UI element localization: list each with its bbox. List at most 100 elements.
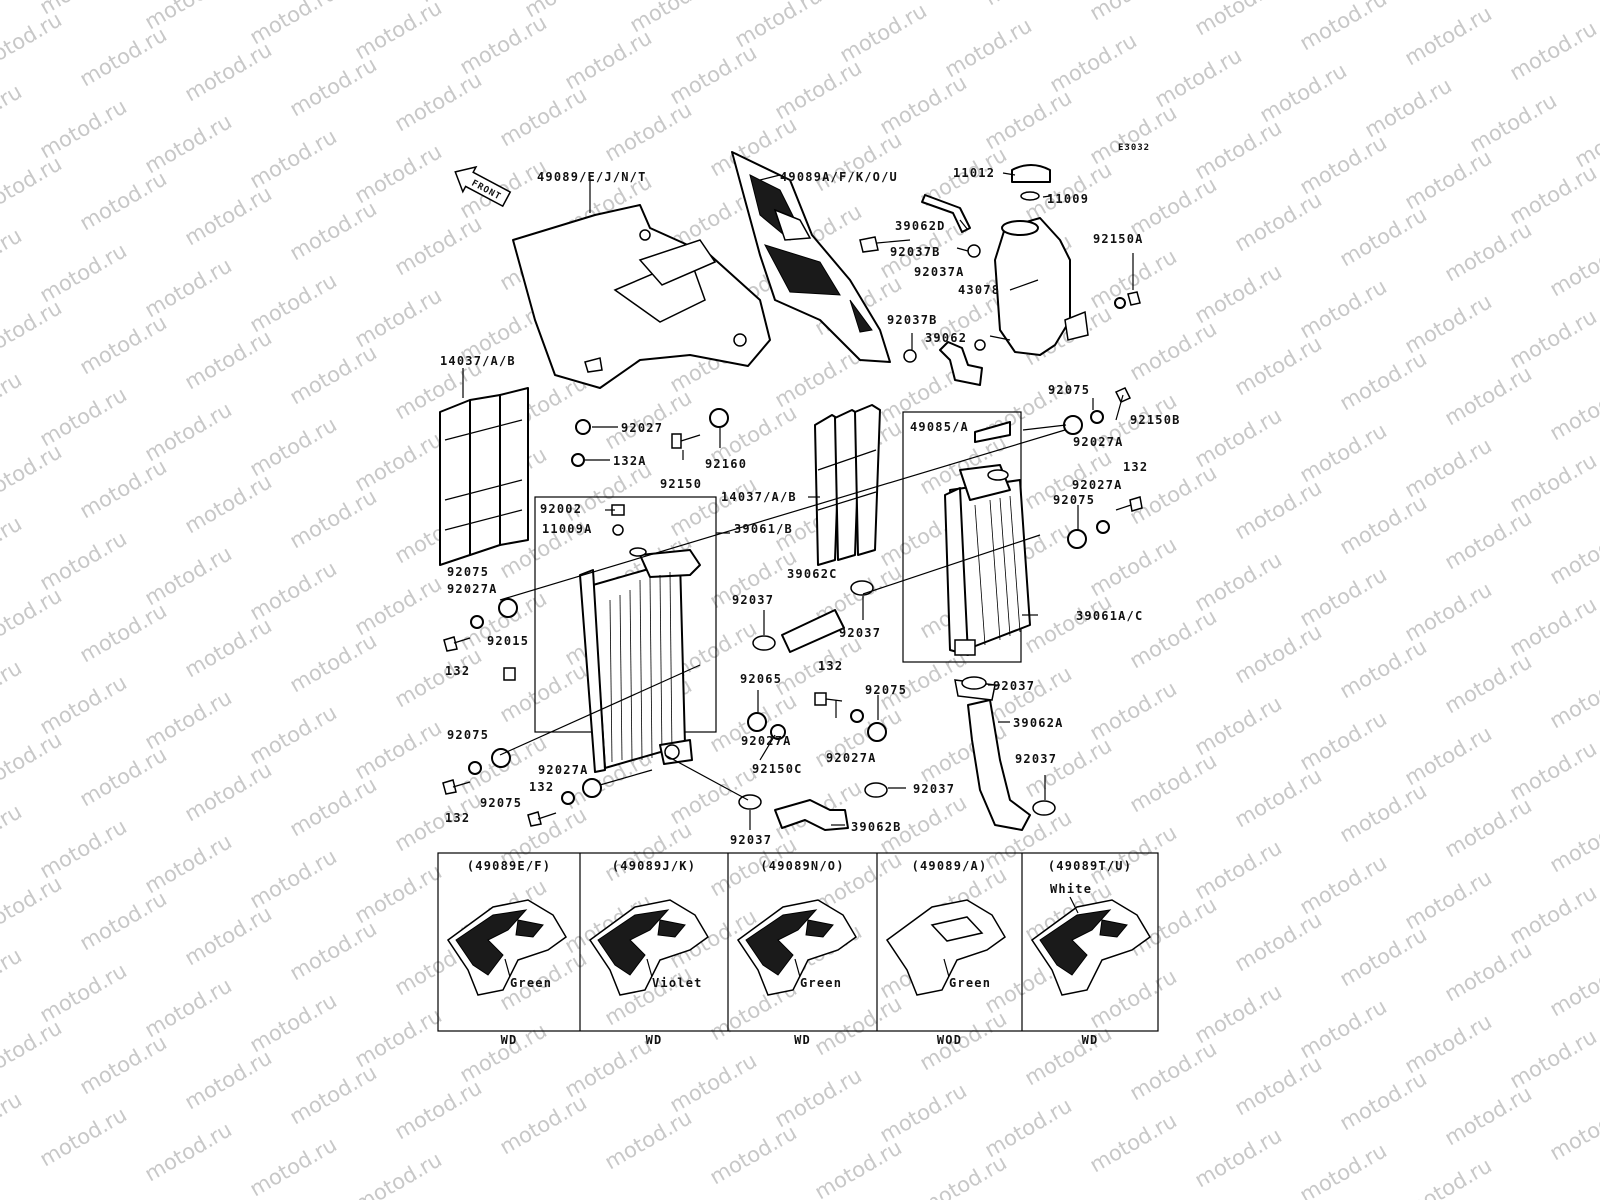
watermark-text: motod.ru	[1126, 316, 1221, 385]
part-callout-92075: 92075	[865, 683, 907, 697]
variant-market: WOD	[937, 1033, 962, 1047]
part-callout-39062c: 39062C	[787, 567, 838, 581]
watermark-text: motod.ru	[181, 181, 276, 250]
part-callout-132a: 132A	[613, 454, 647, 468]
part-callout-11009: 11009	[1047, 192, 1089, 206]
part-callout-92037b: 92037B	[887, 313, 938, 327]
shroud-variant-icon	[736, 899, 857, 996]
watermark-text: motod.ru	[1546, 808, 1600, 877]
watermark-text: motod.ru	[391, 1075, 486, 1144]
watermark-text: motod.ru	[0, 943, 26, 1012]
watermark-text: motod.ru	[391, 643, 486, 712]
part-callout-11009a: 11009A	[542, 522, 593, 536]
watermark-text: motod.ru	[76, 166, 171, 235]
part-callout-92075: 92075	[1053, 493, 1095, 507]
watermark-text: motod.ru	[1231, 475, 1326, 544]
part-callout-92037: 92037	[839, 626, 881, 640]
watermark-text: motod.ru	[1191, 0, 1286, 40]
watermark-text: motod.ru	[286, 484, 381, 553]
watermark-text: motod.ru	[1086, 1108, 1181, 1177]
variant-code: (49089E/F)	[467, 859, 551, 873]
watermark-text: motod.ru	[286, 772, 381, 841]
shroud-variant-icon	[1030, 899, 1151, 996]
watermark-text: motod.ru	[181, 757, 276, 826]
part-callout-92027: 92027	[621, 421, 663, 435]
variant-market: WD	[1082, 1033, 1099, 1047]
watermark-text: motod.ru	[391, 787, 486, 856]
watermark-text: motod.ru	[1021, 1021, 1116, 1090]
watermark-text: motod.ru	[811, 991, 906, 1060]
variant-color: Green	[800, 976, 842, 990]
part-callout-132: 132	[529, 780, 554, 794]
part-callout-39062a: 39062A	[1013, 716, 1064, 730]
part-callout-92037: 92037	[732, 593, 774, 607]
hardware-fasteners	[442, 291, 1143, 827]
watermark-text: motod.ru	[1506, 16, 1600, 85]
watermark-text: motod.ru	[1336, 346, 1431, 415]
watermark-text: motod.ru	[601, 1105, 696, 1174]
watermark-text: motod.ru	[1546, 520, 1600, 589]
part-callout-92037: 92037	[730, 833, 772, 847]
watermark-text: motod.ru	[1231, 187, 1326, 256]
watermark-text: motod.ru	[76, 886, 171, 955]
watermark-text: motod.ru	[1231, 1051, 1326, 1120]
watermark-text: motod.ru	[1441, 793, 1536, 862]
leader-lines	[462, 172, 1134, 830]
part-callout-92037b: 92037B	[890, 245, 941, 259]
shroud-variant-icon	[588, 899, 709, 996]
variant-market: WD	[794, 1033, 811, 1047]
right-radiator-core	[974, 495, 1021, 646]
watermark-text: motod.ru	[286, 340, 381, 409]
part-callout-92027a: 92027A	[826, 751, 877, 765]
variant-market: WD	[646, 1033, 663, 1047]
watermark-text: motod.ru	[76, 1030, 171, 1099]
part-callout-132: 132	[1123, 460, 1148, 474]
watermark-text: motod.ru	[0, 511, 26, 580]
watermark-text: motod.ru	[1191, 1123, 1286, 1192]
watermark-text: motod.ru	[1546, 376, 1600, 445]
watermark-text: motod.ru	[0, 1087, 26, 1156]
variant-color: Green	[949, 976, 991, 990]
watermark-text: motod.ru	[391, 67, 486, 136]
part-callout-49089-e-j-n-t: 49089/E/J/N/T	[537, 170, 647, 184]
watermark-text: motod.ru	[1336, 490, 1431, 559]
variant-color: Green	[510, 976, 552, 990]
watermark-text: motod.ru	[1126, 748, 1221, 817]
watermark-text: motod.ru	[181, 37, 276, 106]
watermark-text: motod.ru	[1401, 1, 1496, 70]
shroud-variant-icon	[885, 899, 1006, 996]
part-callout-92037: 92037	[993, 679, 1035, 693]
left-radiator-core	[609, 571, 673, 763]
part-callout-92150a: 92150A	[1093, 232, 1144, 246]
watermark-text: motod.ru	[1336, 634, 1431, 703]
part-callout-92150b: 92150B	[1130, 413, 1181, 427]
watermark-text: motod.ru	[1021, 733, 1116, 802]
watermark-text: motod.ru	[1336, 778, 1431, 847]
overflow-hoses	[859, 194, 986, 386]
watermark-text: motod.ru	[1336, 922, 1431, 991]
part-callout-132: 132	[818, 659, 843, 673]
watermark-text: motod.ru	[1546, 952, 1600, 1021]
right-radiator-shroud	[731, 151, 891, 363]
radiator-guard-right	[814, 404, 881, 566]
watermark-text: motod.ru	[1231, 763, 1326, 832]
watermark-text: motod.ru	[1296, 1138, 1391, 1200]
part-callout-49089a-f-k-o-u: 49089A/F/K/O/U	[780, 170, 898, 184]
watermark-text: motod.ru	[286, 916, 381, 985]
watermark-text: motod.ru	[181, 613, 276, 682]
watermark-text: motod.ru	[351, 1147, 446, 1200]
watermark-text: motod.ru	[601, 817, 696, 886]
watermark-text: motod.ru	[286, 1060, 381, 1129]
watermark-text: motod.ru	[391, 211, 486, 280]
watermark-text: motod.ru	[181, 325, 276, 394]
part-callout-39061a-c: 39061A/C	[1076, 609, 1143, 623]
watermark-text: motod.ru	[286, 52, 381, 121]
variant-code: (49089T/U)	[1048, 859, 1132, 873]
watermark-text: motod.ru	[0, 151, 66, 220]
